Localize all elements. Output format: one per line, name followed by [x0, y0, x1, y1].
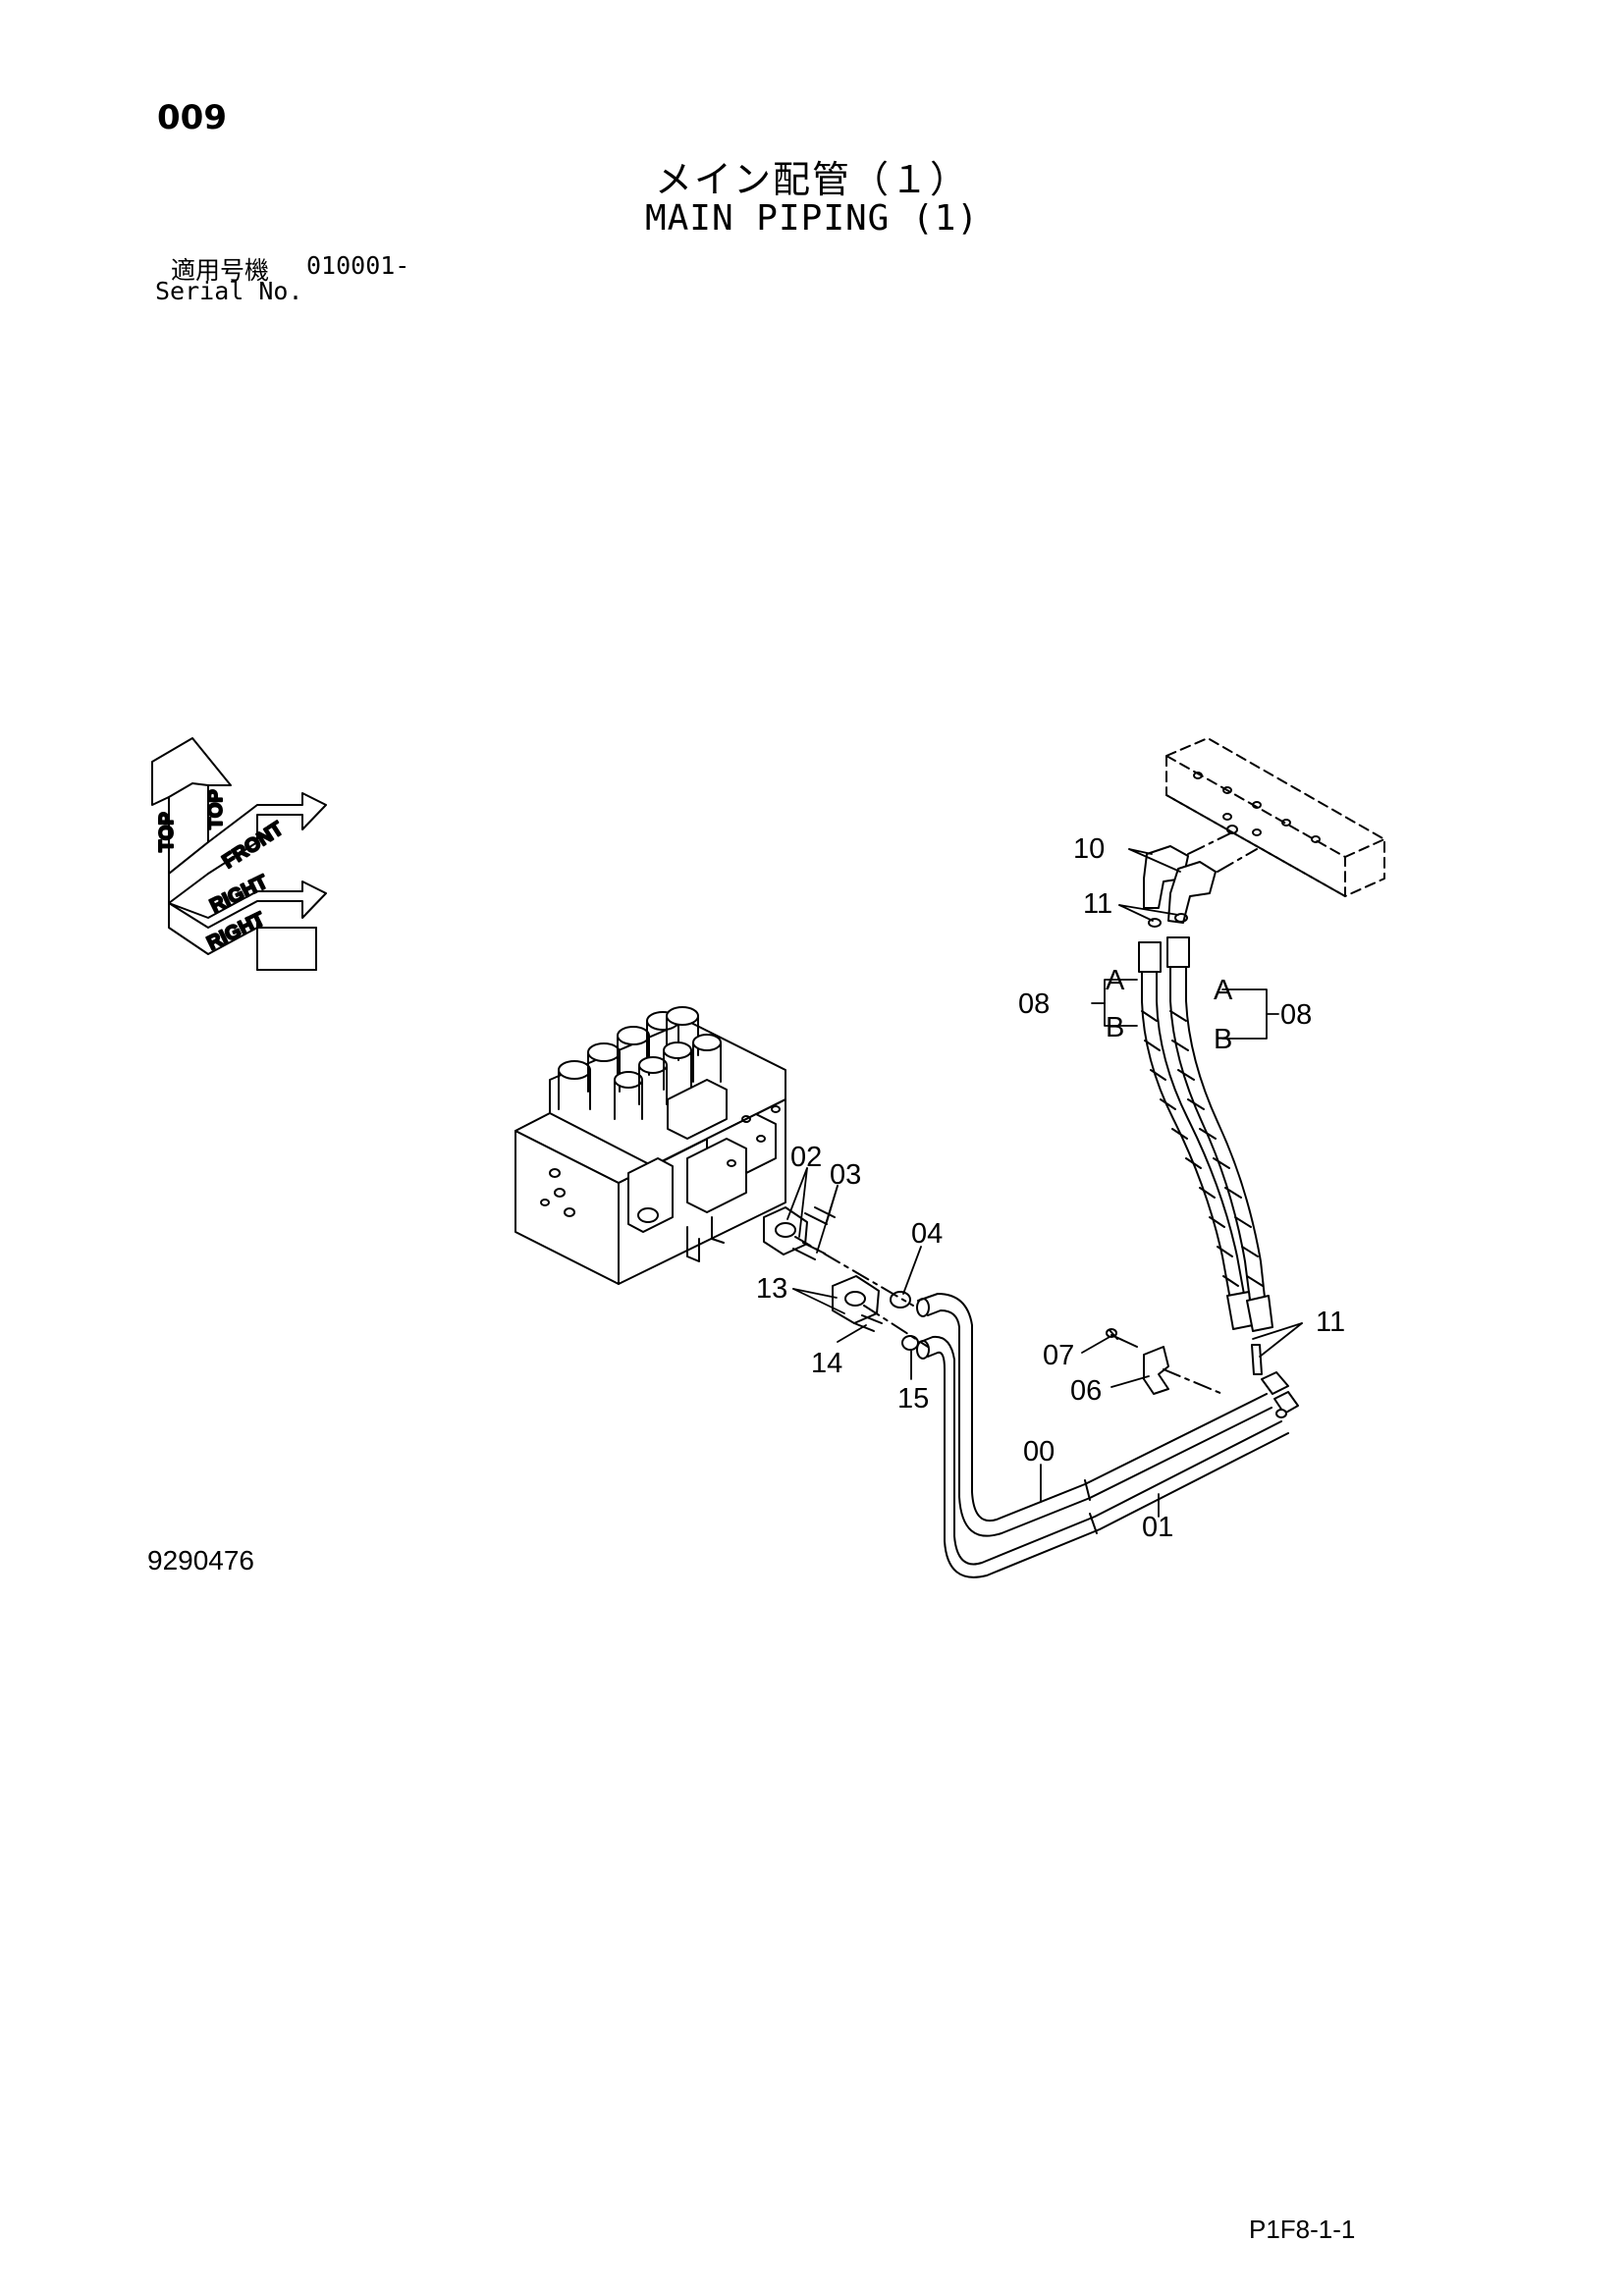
control-valve: [514, 1006, 786, 1285]
o-ring-11-top-a: [1148, 918, 1162, 928]
callout-02: 02: [790, 1142, 822, 1173]
hose-bottom-fittings: [1226, 1291, 1273, 1375]
serial-label-japanese: 適用号機: [171, 256, 270, 285]
elbow-fittings-10: [1143, 845, 1217, 924]
page-title-japanese: メイン配管（１）: [654, 158, 969, 201]
callout-08-right: 08: [1280, 999, 1312, 1031]
callout-03: 03: [830, 1159, 861, 1191]
orientation-indicator: [151, 737, 327, 971]
sheet-code: P1F8-1-1: [1249, 2215, 1356, 2244]
callout-11-top: 11: [1083, 888, 1112, 920]
page-title-english: MAIN PIPING (1): [644, 198, 980, 239]
leader-lines: [786, 848, 1303, 1518]
drawing-number: 9290476: [147, 1545, 255, 1575]
hose-08-b: [1169, 961, 1268, 1316]
pipe-01: [916, 1335, 1289, 1578]
callout-08-left: 08: [1018, 988, 1050, 1020]
hose-08-a: [1141, 966, 1248, 1311]
o-ring-11-top-b: [1174, 913, 1188, 923]
callout-a-right: A: [1214, 975, 1233, 1006]
callout-a-left: A: [1106, 965, 1125, 996]
split-flange-13: [832, 1275, 880, 1324]
page-number: 009: [157, 98, 227, 137]
hose-top-fittings: [1138, 936, 1190, 973]
bolt-07: [1106, 1328, 1138, 1348]
orientation-top-label: TOP: [156, 812, 178, 852]
callout-10: 10: [1073, 833, 1105, 865]
callout-14: 14: [811, 1348, 842, 1379]
callout-07: 07: [1043, 1340, 1074, 1371]
callout-11-right: 11: [1316, 1307, 1345, 1338]
callout-13: 13: [756, 1273, 787, 1305]
orientation-top-label-2: TOP: [205, 789, 227, 829]
callout-01: 01: [1142, 1512, 1173, 1543]
callout-b-left: B: [1106, 1012, 1124, 1043]
pipe-end-fittings: [1261, 1371, 1299, 1418]
pipe-00: [916, 1293, 1272, 1537]
serial-label-english: Serial No.: [155, 277, 303, 305]
callout-00: 00: [1023, 1436, 1055, 1468]
callout-04: 04: [911, 1218, 943, 1250]
manifold-block: [1165, 737, 1385, 897]
clamp-06: [1143, 1346, 1169, 1395]
callout-06: 06: [1070, 1375, 1102, 1407]
callout-b-right: B: [1214, 1024, 1232, 1055]
callout-15: 15: [897, 1383, 929, 1415]
serial-number-range: 010001-: [306, 251, 410, 280]
o-ring-04: [890, 1291, 911, 1308]
